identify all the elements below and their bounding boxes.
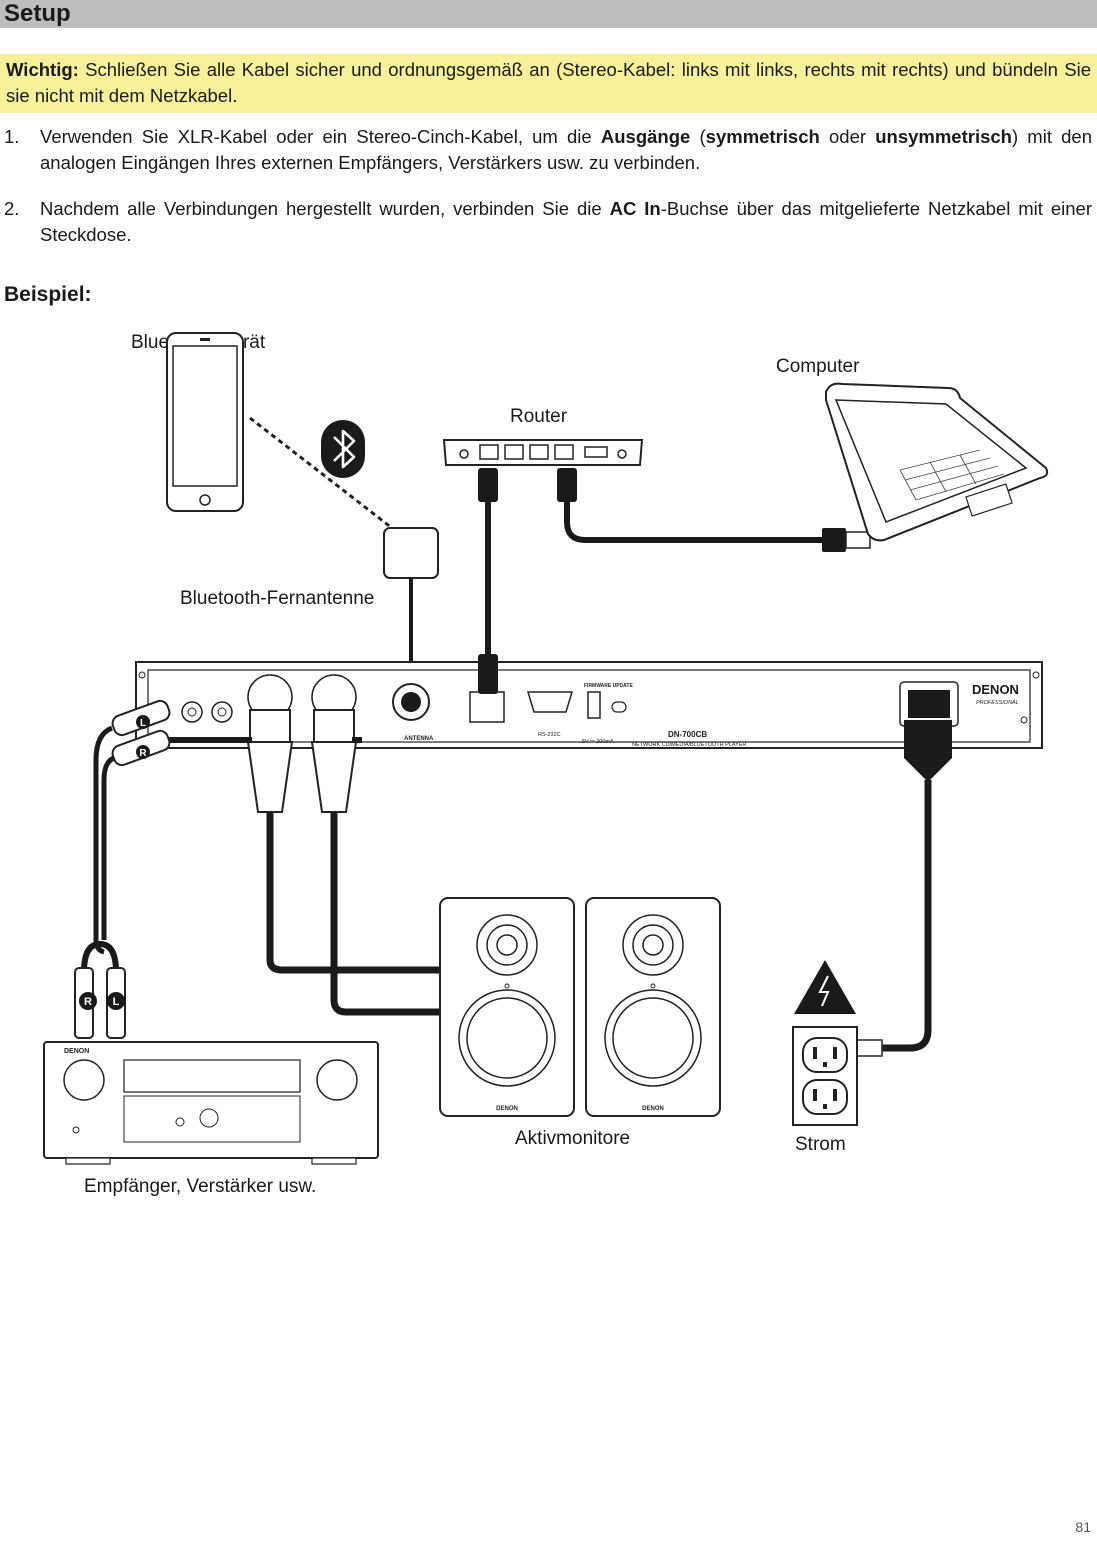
power-cable	[855, 720, 952, 1057]
monitor-right-brand: DENON	[642, 1106, 664, 1112]
xlr-cable-left	[246, 709, 440, 974]
rca-left-label-bottom: L	[113, 996, 120, 1008]
brand-text: DENON	[972, 682, 1019, 697]
rca-left-label-top: L	[140, 718, 146, 729]
label-router: Router	[510, 406, 568, 427]
router-ethernet-plug-1	[478, 468, 498, 502]
av-receiver-icon	[43, 1041, 379, 1165]
ethernet-cable-computer	[564, 502, 822, 543]
step-1-number: 1.	[4, 126, 20, 147]
step-2-text-b: -Buchse über das mitgelieferte Netzkabel…	[40, 198, 1093, 245]
router-icon	[442, 439, 644, 466]
note-text: Schließen Sie alle Kabel sicher und ordn…	[6, 59, 1091, 106]
bluetooth-icon	[321, 420, 365, 478]
model-text: DN-700CB	[668, 730, 707, 739]
step-1: 1. Verwenden Sie XLR-Kabel oder ein Stere…	[0, 124, 1092, 176]
label-computer: Computer	[776, 356, 860, 377]
receiver-brand: DENON	[64, 1048, 89, 1055]
rca-cable	[74, 699, 171, 1039]
label-active-monitors: Aktivmonitore	[515, 1128, 631, 1149]
sub-brand-text: PROFESSIONAL	[976, 700, 1019, 706]
xlr-cable-right	[310, 709, 440, 1016]
note-label: Wichtig:	[6, 59, 79, 80]
model-desc-text: NETWORK CD/MEDIA/BLUETOOTH PLAYER	[632, 742, 746, 748]
step-2: 2. Nachdem alle Verbindungen hergestellt …	[0, 196, 1092, 248]
section-header-bar: Setup	[0, 0, 1097, 28]
bluetooth-antenna-icon	[383, 527, 439, 579]
diagram-artwork: ANTENNA RS-232C FIRMWARE UPDATE 5V ⎓ 200…	[43, 332, 1049, 1165]
step-1-text-b: (	[690, 126, 706, 147]
label-bluetooth-antenna: Bluetooth-Fernantenne	[180, 588, 375, 609]
step-1-unbalanced: unsymmetrisch	[875, 126, 1012, 147]
label-receiver: Empfänger, Verstärker usw.	[84, 1176, 317, 1197]
example-heading: Beispiel:	[4, 283, 92, 306]
router-ethernet-plug-2	[557, 468, 577, 502]
bluetooth-wireless-link	[249, 416, 393, 530]
important-note: Wichtig: Schließen Sie alle Kabel sicher…	[0, 54, 1097, 113]
computer-laptop-icon	[825, 382, 1049, 542]
computer-ethernet-plug	[822, 528, 846, 552]
step-1-text-a: Verwenden Sie XLR-Kabel oder ein Stereo-…	[40, 126, 601, 147]
usb-power-text: 5V ⎓ 200mA	[582, 739, 614, 745]
high-voltage-warning-icon	[794, 960, 856, 1014]
wall-outlet-icon	[792, 1026, 858, 1126]
antenna-text: ANTENNA	[404, 736, 434, 742]
rca-right-label-bottom: R	[84, 996, 92, 1008]
setup-steps: 1. Verwenden Sie XLR-Kabel oder ein Stere…	[0, 124, 1092, 268]
step-2-number: 2.	[4, 198, 20, 219]
connection-diagram: Bluetooth-Gerät Computer Router Bluetoot…	[0, 300, 1097, 1220]
firmware-text: FIRMWARE UPDATE	[584, 683, 633, 689]
step-2-ac-in: AC In	[609, 198, 661, 219]
step-1-text-d: ) mit den analogen Eingängen Ihres exter…	[40, 126, 1093, 173]
step-1-outputs: Ausgänge	[600, 126, 691, 147]
bluetooth-phone-icon	[166, 332, 244, 512]
studio-monitor-left	[439, 897, 575, 1117]
label-power: Strom	[795, 1134, 846, 1155]
step-2-text-a: Nachdem alle Verbindungen hergestellt wu…	[40, 198, 610, 219]
step-1-balanced: symmetrisch	[705, 126, 820, 147]
section-title: Setup	[4, 0, 71, 27]
rs232-text: RS-232C	[538, 732, 561, 738]
rca-right-label-top: R	[139, 748, 147, 759]
monitor-left-brand: DENON	[496, 1106, 518, 1112]
step-1-text-c: oder	[819, 126, 876, 147]
page-number: 81	[1075, 1519, 1091, 1535]
studio-monitor-right	[585, 897, 721, 1117]
